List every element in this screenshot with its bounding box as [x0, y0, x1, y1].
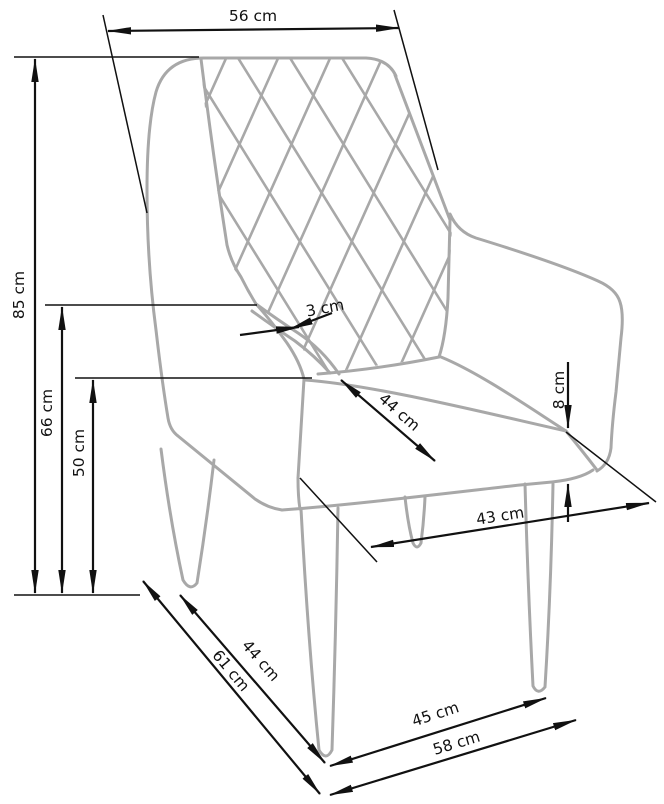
backrest-right-edge [393, 73, 452, 222]
quilt-right-crease [437, 218, 452, 359]
dimension-lines [31, 24, 650, 797]
label-seat-height: 50 cm [70, 429, 88, 477]
leg-rear-right [523, 482, 555, 693]
seat-corner-drop [564, 429, 599, 472]
left-wing-crease [199, 57, 258, 306]
label-seat-side-gap: 8 cm [550, 371, 568, 409]
ext-base-left [299, 477, 378, 563]
seat-back-edge [316, 355, 441, 376]
label-armrest-thickness: 3 cm [304, 296, 345, 321]
right-wing-outline [448, 212, 624, 473]
ext-top-width-right [393, 9, 439, 171]
label-top-width: 56 cm [229, 7, 277, 25]
seat-right-edge [439, 355, 568, 433]
extension-lines [14, 9, 657, 596]
label-base-width: 43 cm [475, 503, 526, 528]
armrest-top-inner [250, 309, 332, 375]
dim-line-floor-depth-inner [179, 594, 326, 764]
ext-top-width-left [102, 14, 148, 214]
dim-line-base-width [370, 501, 650, 549]
ext-base-right [565, 431, 657, 503]
dim-line-floor-width-outer [329, 718, 577, 797]
label-armrest-height: 66 cm [38, 389, 56, 437]
chair-line-art [145, 56, 624, 758]
backrest-quilt-pattern [200, 58, 452, 374]
armrest-front-edge [254, 302, 306, 511]
label-floor-width-inner: 45 cm [410, 698, 461, 730]
base-bottom-edge [280, 468, 595, 512]
dim-line-top-width [107, 24, 400, 35]
leg-front-left [159, 447, 216, 589]
dim-line-seat-depth [340, 379, 436, 462]
leg-front-center [299, 506, 340, 758]
dim-line-floor-depth-outer [142, 580, 321, 795]
chair-outline-left [145, 56, 398, 512]
dim-line-armrest-thickness-b [289, 311, 333, 331]
label-total-height: 85 cm [10, 271, 28, 319]
